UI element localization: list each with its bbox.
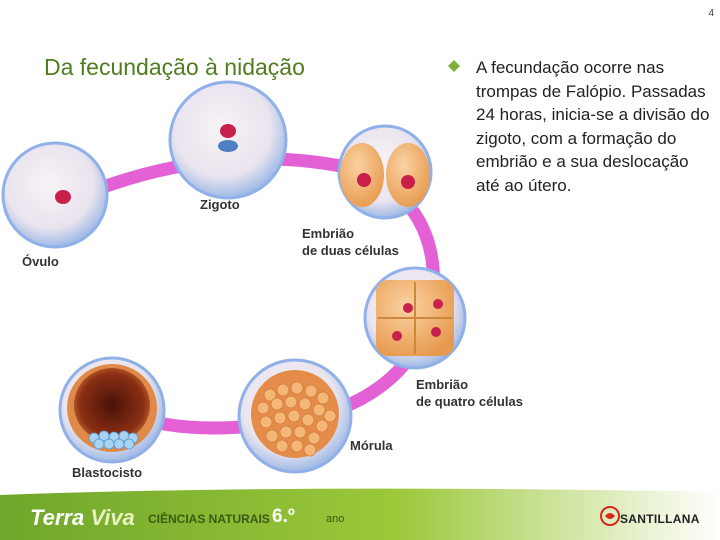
label-quatro-line1: Embrião (416, 377, 469, 392)
santillana-logo-icon (600, 506, 620, 526)
label-quatro-celulas: Embrião de quatro células (416, 376, 523, 410)
duas-celulas-cell (337, 124, 433, 220)
label-duas-celulas: Embrião de duas células (302, 225, 399, 259)
publisher-name: SANTILLANA (620, 512, 700, 526)
blastocisto-cell (58, 356, 166, 464)
brand-terra: Terra (30, 505, 85, 530)
page-number: 4 (708, 8, 714, 19)
ovulo-cell (1, 141, 109, 249)
quatro-celulas-cell (363, 266, 467, 370)
grade-unit: ano (326, 513, 345, 525)
morula-cell (237, 358, 353, 474)
label-blastocisto: Blastocisto (72, 465, 143, 480)
brand-viva: Viva (90, 505, 135, 530)
label-ovulo: Óvulo (22, 254, 59, 269)
label-duas-line2: de duas células (302, 243, 399, 258)
brand-logo: Terra Viva (30, 505, 135, 531)
slide-title: Da fecundação à nidação (44, 54, 305, 80)
bullet-text: A fecundação ocorre nas trompas de Falóp… (476, 58, 710, 195)
label-morula: Mórula (350, 438, 393, 453)
label-quatro-line2: de quatro células (416, 394, 523, 409)
bullet-icon (448, 60, 460, 72)
label-zigoto: Zigoto (200, 197, 240, 212)
zigoto-cell (168, 80, 288, 200)
grade-label: 6.º (272, 506, 295, 527)
subject-label: CIÊNCIAS NATURAIS (148, 512, 270, 526)
label-duas-line1: Embrião (302, 226, 355, 241)
footer-band (0, 488, 720, 540)
